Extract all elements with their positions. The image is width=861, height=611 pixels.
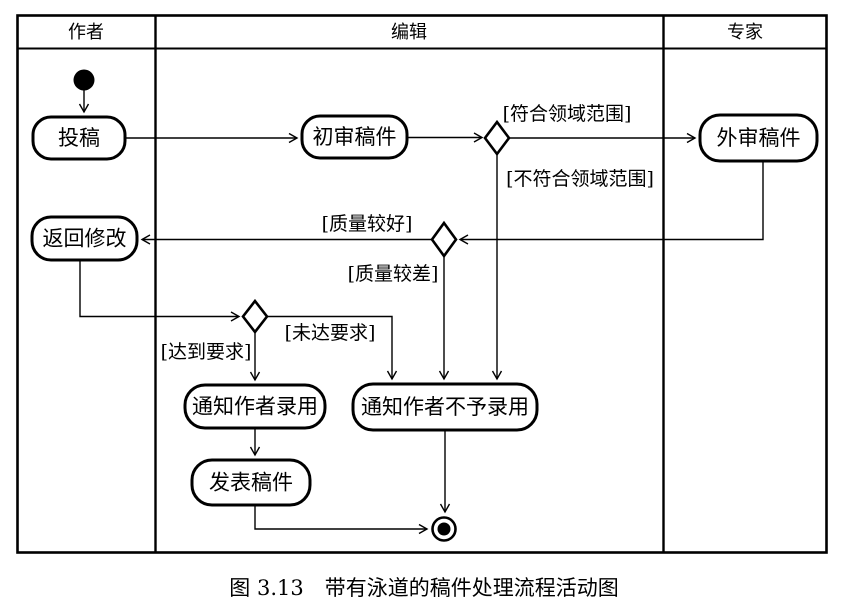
guard-fails-requirements: [未达要求]: [285, 322, 376, 344]
activity-notify-acceptance: [183, 383, 327, 430]
nodes: 投稿 初审稿件 外审稿件 返回修改 通知作者录用 通知作者不予录用 发表稿件: [30, 69, 819, 542]
edge-return-revision-to-requirement-decision: [79, 260, 241, 322]
end-node-inner: [437, 522, 451, 536]
lane-title-expert: 专家: [727, 22, 763, 43]
guard-poor-quality: [质量较差]: [348, 263, 439, 285]
decision-scope: [483, 119, 511, 157]
lane-title-author: 作者: [68, 22, 104, 43]
guard-meets-requirements: [达到要求]: [161, 341, 252, 363]
activity-submit: [31, 115, 127, 161]
activity-submit-label: 投稿: [58, 126, 100, 150]
decision-requirement: [241, 298, 269, 335]
edge-publish-to-end: [254, 505, 429, 535]
figure-caption: 图 3.13 带有泳道的稿件处理流程活动图: [229, 576, 618, 600]
start-node: [73, 69, 95, 91]
edge-requirement-decision-to-notify-rejection: [267, 315, 398, 381]
activity-publish: [190, 458, 312, 507]
decision-quality: [430, 220, 458, 259]
swimlane-frame: 作者 编辑 专家: [16, 14, 828, 554]
activity-external-review: [698, 113, 819, 163]
activity-initial-review: [300, 114, 409, 160]
frame-border: [16, 14, 828, 554]
guard-good-quality: [质量较好]: [322, 213, 413, 235]
activity-initial-review-label: 初审稿件: [313, 125, 397, 149]
activity-return-revision: [30, 215, 139, 262]
guard-within-scope: [符合领域范围]: [503, 103, 632, 125]
activity-return-revision-label: 返回修改: [43, 227, 127, 251]
activity-notify-rejection: [351, 382, 539, 432]
guard-labels: [符合领域范围] [不符合领域范围] [质量较好] [质量较差] [达到要求] …: [161, 103, 654, 363]
activity-external-review-label: 外审稿件: [717, 126, 801, 150]
lane-title-editor: 编辑: [391, 22, 427, 43]
activity-notify-acceptance-label: 通知作者录用: [192, 395, 318, 419]
edge-external-review-to-quality-decision: [458, 161, 764, 245]
activity-publish-label: 发表稿件: [209, 471, 293, 495]
guard-outside-scope: [不符合领域范围]: [506, 168, 654, 190]
activity-notify-rejection-label: 通知作者不予录用: [361, 395, 529, 419]
edges: [78, 90, 764, 535]
